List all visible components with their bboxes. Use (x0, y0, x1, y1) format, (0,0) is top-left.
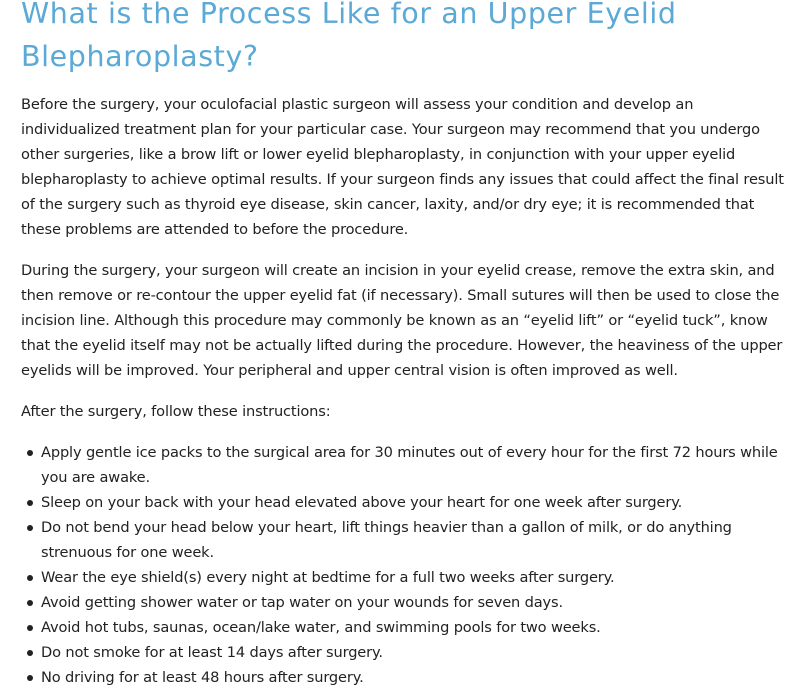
bullet-icon (27, 525, 33, 531)
aftercare-instructions-list: Apply gentle ice packs to the surgical a… (21, 440, 791, 690)
list-item-text: Avoid hot tubs, saunas, ocean/lake water… (41, 619, 601, 636)
list-item: Do not bend your head below your heart, … (27, 515, 791, 565)
section-heading: What is the Process Like for an Upper Ey… (21, 0, 677, 73)
bullet-icon (27, 600, 33, 606)
list-item: Wear the eye shield(s) every night at be… (27, 565, 791, 590)
bullet-icon (27, 625, 33, 631)
pre-surgery-paragraph: Before the surgery, your oculofacial pla… (21, 96, 784, 238)
list-item-text: Avoid getting shower water or tap water … (41, 594, 563, 611)
list-item: Do not smoke for at least 14 days after … (27, 640, 791, 665)
bullet-icon (27, 450, 33, 456)
list-item: Apply gentle ice packs to the surgical a… (27, 440, 791, 490)
bullet-icon (27, 675, 33, 681)
during-surgery-paragraph: During the surgery, your surgeon will cr… (21, 262, 783, 379)
after-surgery-intro: After the surgery, follow these instruct… (21, 403, 331, 420)
list-item-text: Do not smoke for at least 14 days after … (41, 644, 383, 661)
list-item-text: Sleep on your back with your head elevat… (41, 494, 683, 511)
bullet-icon (27, 500, 33, 506)
article-content: What is the Process Like for an Upper Ey… (21, 0, 791, 690)
list-item: No driving for at least 48 hours after s… (27, 665, 791, 690)
list-item: Avoid getting shower water or tap water … (27, 590, 791, 615)
bullet-icon (27, 650, 33, 656)
bullet-icon (27, 575, 33, 581)
list-item-text: Wear the eye shield(s) every night at be… (41, 569, 615, 586)
list-item-text: No driving for at least 48 hours after s… (41, 669, 364, 686)
list-item: Sleep on your back with your head elevat… (27, 490, 791, 515)
list-item-text: Apply gentle ice packs to the surgical a… (41, 444, 778, 486)
list-item-text: Do not bend your head below your heart, … (41, 519, 732, 561)
list-item: Avoid hot tubs, saunas, ocean/lake water… (27, 615, 791, 640)
